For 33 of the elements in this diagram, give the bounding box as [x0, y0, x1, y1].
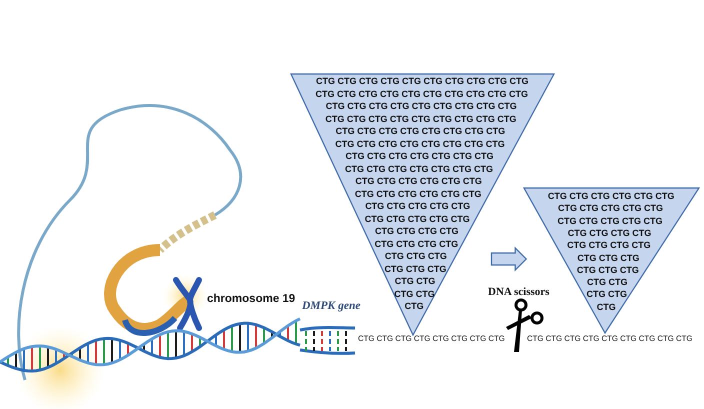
repeat-text: CTG CTG CTG CTG CTG	[558, 202, 664, 214]
repeat-text: CTG CTG CTG CTG CTG CTG CTG CTG	[336, 125, 506, 137]
block-arrow	[490, 246, 528, 272]
gene-label: DMPK gene	[302, 300, 360, 312]
repeat-text: CTG CTG CTG CTG	[374, 238, 458, 250]
repeat-text: CTG CTG CTG	[576, 264, 639, 276]
repeat-text: CTG CTG CTG CTG CTG CTG	[548, 190, 674, 202]
repeat-text: CTG CTG CTG CTG CTG	[364, 212, 470, 224]
repeat-text: CTG CTG CTG CTG CTG	[558, 214, 662, 227]
chromosome-label: chromosome 19	[207, 293, 296, 305]
repeat-text: CTG CTG CTG CTG CTG CTG	[355, 175, 482, 187]
repeat-text: CTG CTG CTG CTG CTG	[365, 200, 470, 212]
repeat-text: CTG CTG CTG CTG CTG CTG CTG CTG CTG	[325, 112, 516, 124]
repeat-text: CTG CTG	[587, 276, 628, 288]
repeat-text: CTG CTG	[394, 288, 435, 300]
repeat-text: CTG CTG	[394, 275, 436, 287]
repeat-text: CTG CTG CTG CTG	[568, 226, 652, 239]
repeat-text: CTG CTG CTG CTG CTG CTG CTG CTG	[335, 138, 505, 150]
repeat-text: CTG CTG CTG	[577, 252, 640, 264]
repeat-text: CTG CTG CTG CTG	[375, 225, 459, 237]
repeat-text: CTG CTG CTG CTG CTG CTG CTG	[346, 150, 494, 162]
repeat-text: CTG CTG CTG CTG CTG CTG	[354, 188, 482, 200]
repeat-text: CTG CTG CTG CTG CTG CTG CTG CTG CTG CTG	[316, 88, 528, 100]
tool-label: DNA scissors	[488, 286, 550, 298]
repeat-text: CTG CTG CTG CTG CTG CTG CTG CTG CTG	[326, 100, 517, 112]
repeat-text: CTG CTG CTG CTG	[567, 239, 651, 252]
repeat-text: CTG CTG CTG	[384, 262, 446, 274]
repeat-text: CTG	[404, 300, 424, 312]
repeat-text: CTG CTG CTG CTG CTG CTG CTG	[345, 162, 494, 174]
repeat-text: CTG CTG CTG CTG CTG CTG CTG CTG CTG CTG	[316, 75, 528, 87]
repeat-text: CTG CTG	[586, 288, 627, 300]
repeat-text: CTG CTG CTG	[384, 250, 447, 262]
repeat-text: CTG	[596, 300, 616, 313]
